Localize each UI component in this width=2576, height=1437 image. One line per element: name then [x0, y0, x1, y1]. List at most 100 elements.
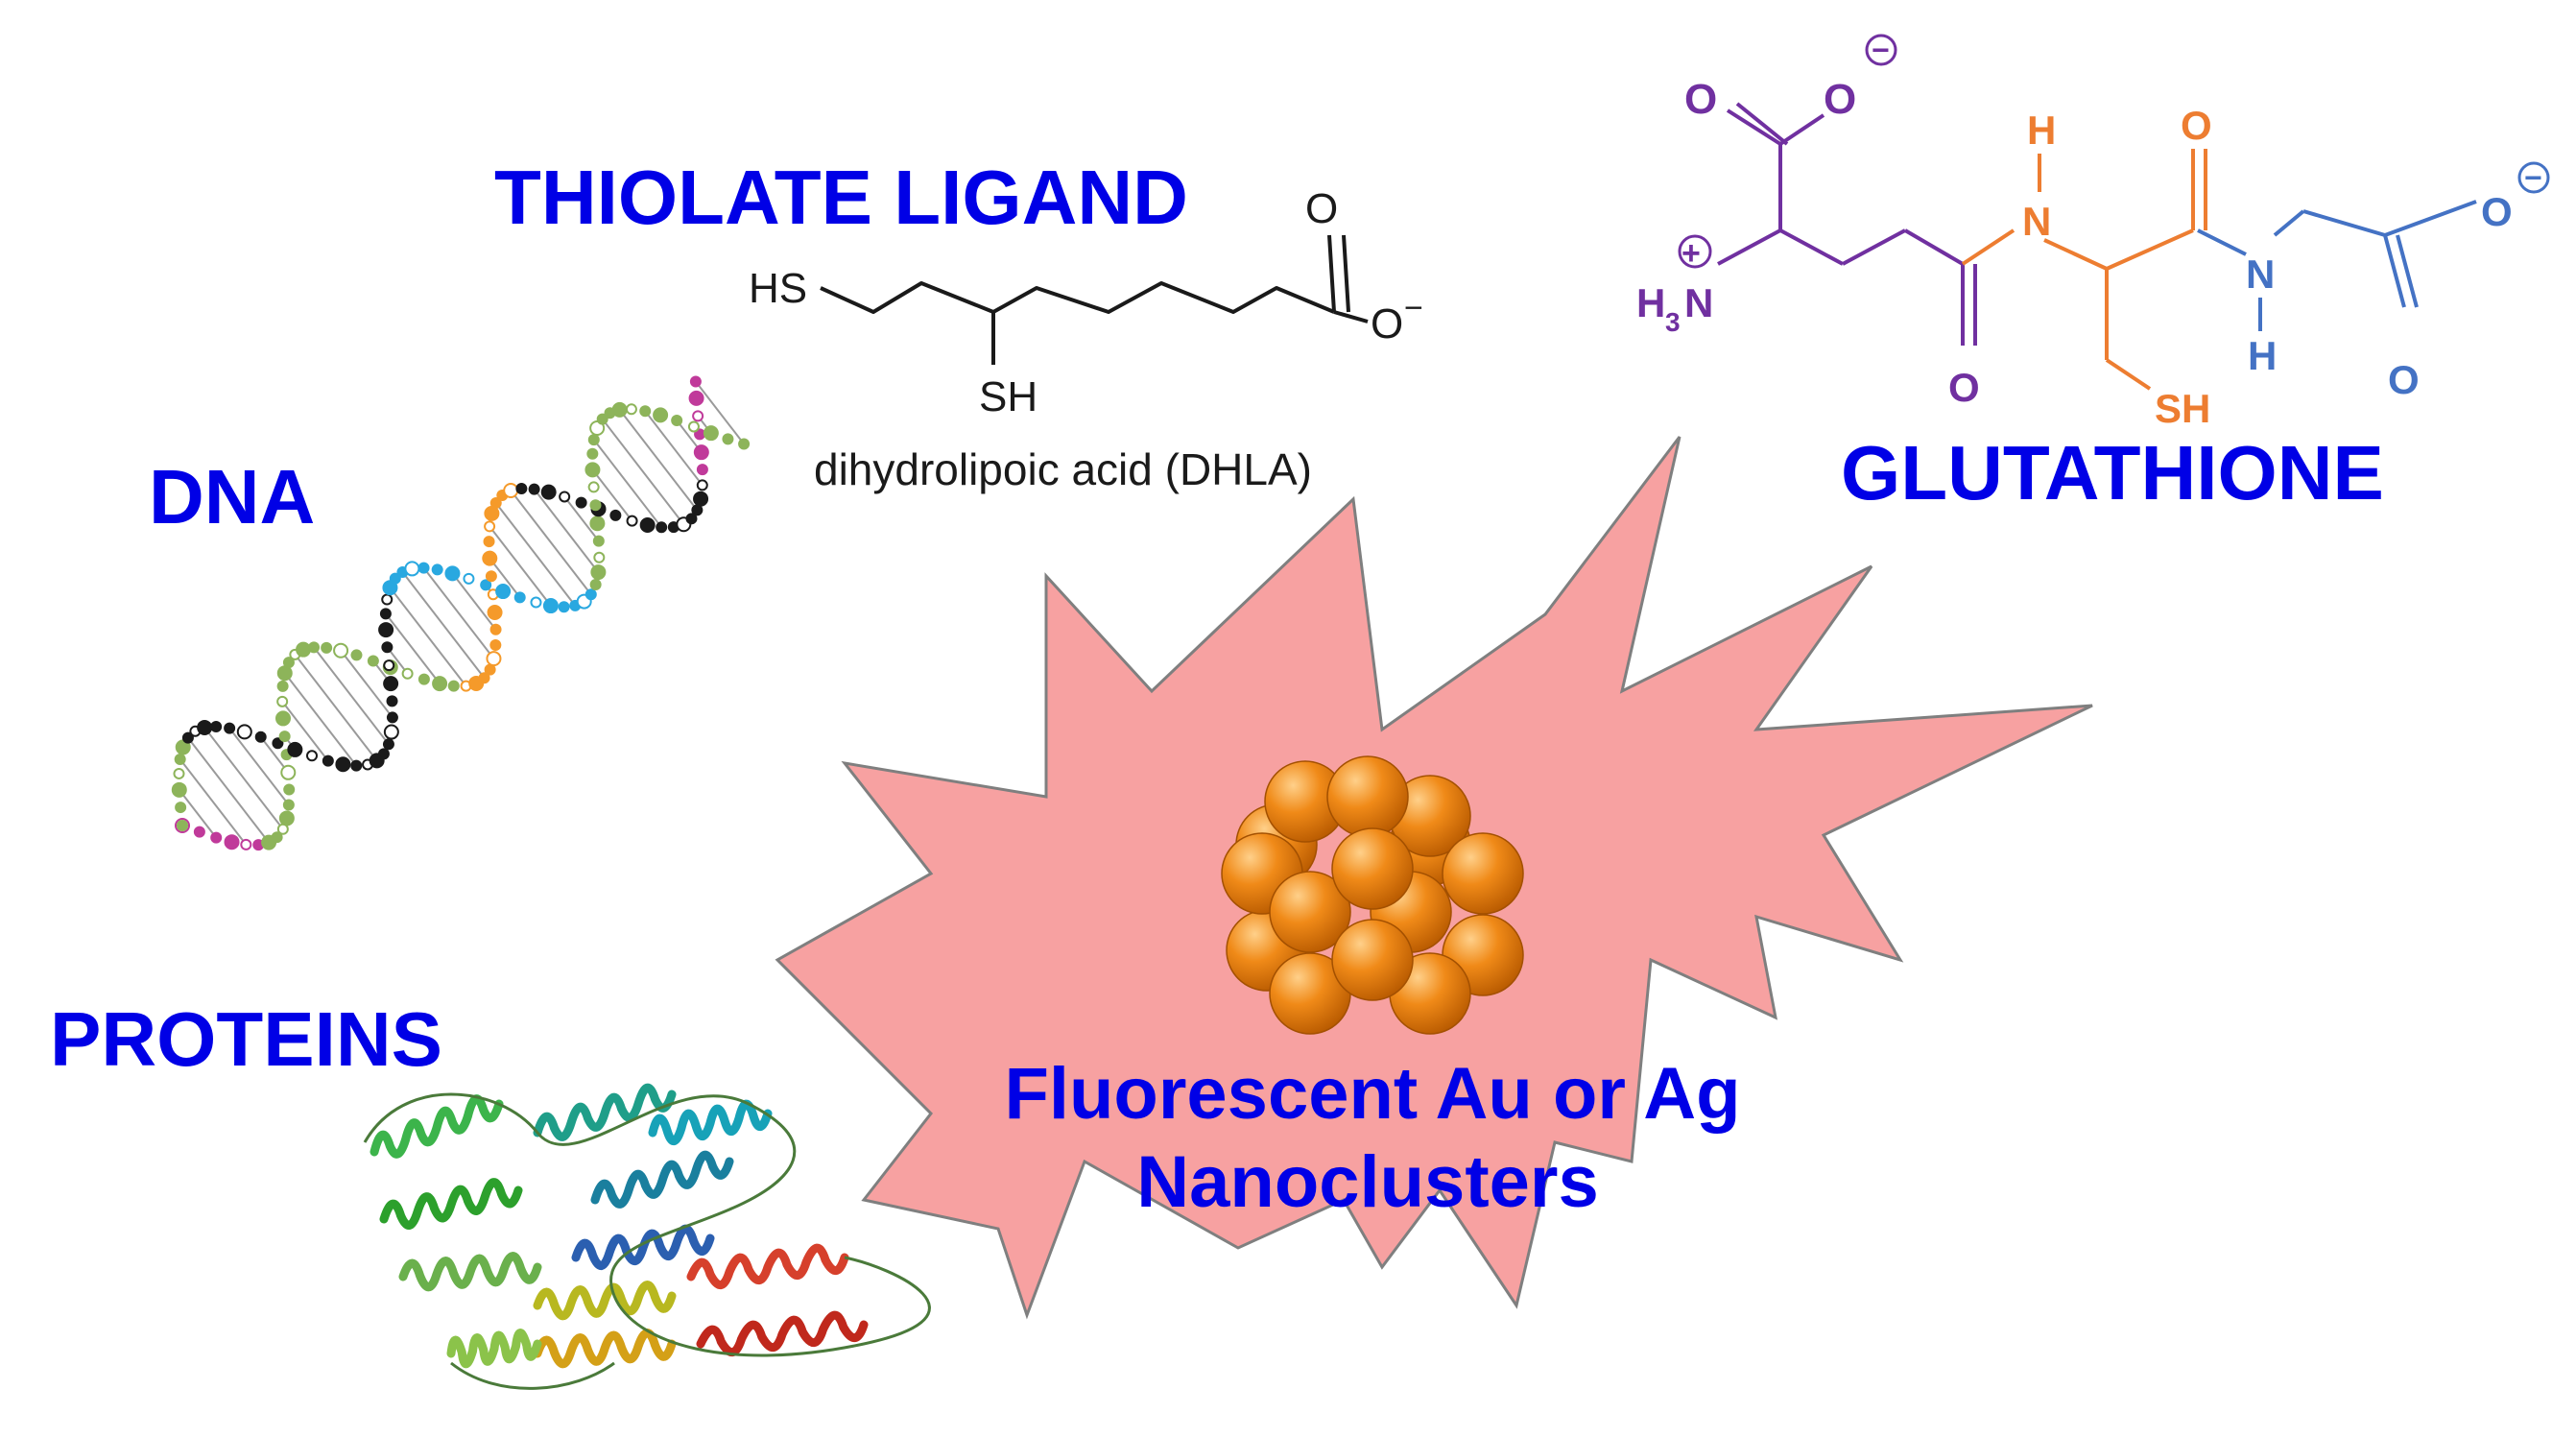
dna-atom — [590, 564, 607, 581]
dna-atom — [276, 695, 289, 707]
dna-atom — [224, 722, 236, 734]
dna-atom — [173, 767, 185, 779]
dna-atom — [696, 464, 708, 476]
amide-o1: O — [1948, 365, 1980, 410]
dna-atom — [377, 748, 390, 760]
dna-atom — [404, 561, 420, 577]
dna-base-pair — [281, 701, 329, 762]
glutathione-label: GLUTATHIONE — [1841, 430, 2384, 515]
dna-atom — [487, 604, 503, 620]
dna-atom — [367, 655, 379, 667]
dna-base-pair — [401, 571, 486, 679]
cys-n: N — [2022, 199, 2051, 244]
nh3-sub: 3 — [1665, 307, 1681, 337]
nanocluster-label-line2: Nanoclusters — [1136, 1141, 1599, 1223]
dna-atom — [587, 434, 600, 446]
dna-atom — [530, 596, 542, 609]
dna-base-pair — [178, 789, 218, 839]
dna-atom — [484, 520, 496, 533]
dna-atom — [174, 753, 186, 765]
dna-atom — [589, 579, 602, 591]
dhla-structure — [820, 234, 1369, 365]
dna-atom — [478, 672, 490, 684]
dna-atom — [276, 665, 293, 682]
dna-atom — [671, 414, 683, 426]
cys-h: H — [2027, 108, 2056, 153]
protein-helix — [370, 1094, 504, 1159]
dna-atom — [386, 695, 398, 707]
dna-atom — [382, 738, 394, 751]
dna-base-pair — [203, 727, 284, 830]
dna-atom — [589, 419, 606, 436]
dna-atom — [350, 759, 363, 772]
dna-atom — [379, 608, 392, 620]
dna-atom — [278, 810, 295, 826]
cys-o: O — [2181, 103, 2212, 148]
dna-base-pair — [451, 572, 497, 631]
dna-atom — [322, 754, 334, 767]
dna-atom — [401, 667, 414, 680]
dna-base-pair — [389, 587, 467, 687]
dna-atom — [528, 483, 540, 495]
protein-helix — [533, 1281, 677, 1321]
dna-atom — [596, 413, 608, 425]
dna-atom — [503, 483, 519, 499]
gly-o1: O — [2388, 357, 2420, 402]
dna-atom — [489, 638, 502, 651]
dna-helix-illustration — [171, 375, 751, 851]
dna-atom — [722, 433, 734, 445]
dna-base-pair — [179, 758, 248, 846]
au-atom — [1331, 919, 1414, 1001]
dna-atom — [272, 737, 284, 750]
dhla-o-minus: O — [1371, 300, 1403, 347]
dna-atom — [575, 496, 587, 509]
dna-atom — [308, 641, 321, 654]
dna-atom — [282, 799, 295, 811]
dna-atom — [639, 516, 656, 533]
dhla-minus: − — [1404, 290, 1423, 326]
dhla-caption: dihydrolipoic acid (DHLA) — [814, 444, 1312, 494]
dna-atom — [432, 676, 448, 692]
gly-minus-circle — [2517, 161, 2550, 194]
dna-atom — [484, 505, 500, 521]
protein-helix — [590, 1150, 734, 1209]
dna-atom — [542, 598, 559, 614]
dna-atom — [589, 515, 606, 532]
dna-atom — [282, 657, 295, 669]
dna-atom — [271, 831, 283, 844]
dna-atom — [586, 447, 599, 460]
dna-base-pair — [591, 468, 633, 522]
dna-base-pair — [283, 672, 358, 767]
dna-base-pair — [313, 646, 390, 745]
dna-base-pair — [533, 489, 600, 573]
dna-base-pair — [618, 409, 699, 512]
glu-o1: O — [1684, 76, 1717, 123]
dna-atom — [486, 651, 502, 667]
au-atom — [1326, 755, 1409, 838]
dhla-hs: HS — [749, 265, 807, 312]
dna-atom — [193, 826, 205, 838]
dna-atom — [656, 521, 668, 534]
dna-atom — [584, 588, 597, 601]
dna-atom — [738, 438, 751, 450]
dna-atom — [381, 641, 394, 654]
dna-atom — [693, 444, 709, 461]
au-atom — [1331, 827, 1414, 910]
dna-atom — [175, 802, 187, 814]
protein-helix — [533, 1083, 677, 1141]
dna-base-pair — [340, 650, 394, 719]
protein-helix — [696, 1310, 869, 1357]
dna-atom — [589, 499, 602, 512]
dna-atom — [210, 831, 223, 844]
dna-atom — [287, 741, 303, 757]
dna-label: DNA — [149, 454, 315, 539]
dna-atom — [463, 572, 475, 585]
dna-atom — [558, 601, 570, 613]
nh3-n: N — [1684, 280, 1713, 325]
dna-atom — [489, 496, 502, 509]
dna-atom — [559, 491, 571, 503]
dna-atom — [540, 484, 557, 500]
dna-atom — [691, 504, 704, 516]
au-atom — [1269, 871, 1351, 953]
